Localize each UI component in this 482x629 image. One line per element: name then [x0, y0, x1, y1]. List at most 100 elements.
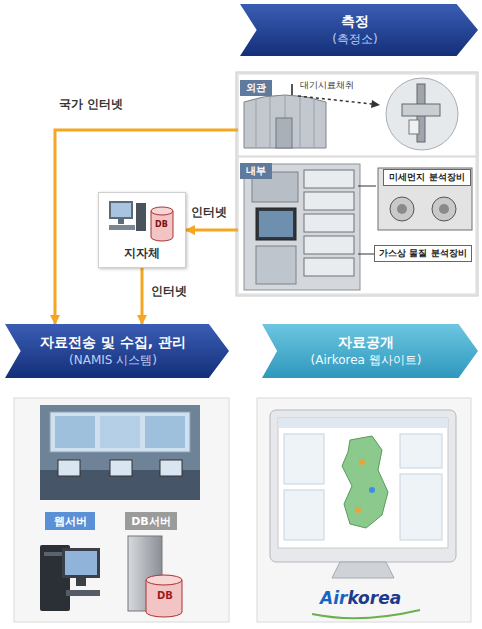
station-interior [256, 208, 296, 240]
station-exterior [314, 100, 315, 148]
station-interior [304, 192, 354, 210]
tower-icon [136, 203, 146, 231]
annotation: 대기시료채취 [300, 79, 354, 92]
stage-banner: 자료공개(Airkorea 웹사이트) [262, 324, 478, 378]
station-photo-panel [238, 74, 476, 156]
node-title: 가스상 물질 분석장비 [379, 247, 466, 260]
station-interior [304, 170, 354, 188]
airkorea-panel [270, 410, 456, 562]
photo-panel: 외관 [238, 74, 476, 156]
namis-panel [65, 551, 97, 575]
station-interior [244, 164, 472, 290]
station-interior [304, 214, 354, 232]
airkorea-panel [359, 459, 365, 465]
node-title: 웹서버 [54, 514, 87, 529]
station-interior [244, 164, 360, 290]
node-title: 내부 [240, 163, 272, 179]
namis-panel [66, 590, 100, 596]
namis-panel [14, 398, 229, 622]
airkorea-logo: Airkorea [320, 588, 401, 608]
station-exterior [409, 120, 419, 134]
banner-shape [262, 324, 478, 378]
station-photo-panel [238, 157, 476, 294]
namis-panel [40, 405, 200, 500]
banner-shape [262, 324, 478, 378]
namis-panel [50, 412, 190, 452]
photo-panel: 내부미세먼지 분석장비가스상 물질 분석장비 [238, 157, 476, 294]
monitor-icon [111, 203, 131, 217]
station-exterior [276, 118, 292, 148]
keyboard-icon [109, 225, 135, 230]
agency-box: 지자체 [98, 192, 186, 268]
airkorea-panel [400, 434, 442, 468]
airkorea-panel [312, 610, 420, 618]
namis-panel [146, 575, 182, 585]
node-title: 자료전송 및 수집, 관리 [40, 333, 186, 352]
server-tag: DB서버 [125, 512, 177, 530]
banner-shape [240, 4, 478, 56]
database-icon [151, 207, 173, 215]
internet-arrow [141, 268, 144, 324]
namis-panel [14, 398, 229, 622]
airkorea-panel [278, 418, 448, 548]
airkorea-panel [284, 490, 324, 540]
namis-panel [76, 578, 86, 586]
station-interior [304, 236, 354, 254]
namis-panel [100, 416, 140, 448]
stage-banner: 측정(측정소) [240, 4, 478, 56]
station-exterior [244, 95, 326, 148]
station-interior [259, 211, 293, 237]
callout-box: 미세먼지 분석장비 [383, 169, 471, 186]
airkorea-panel [284, 434, 324, 484]
station-exterior [371, 100, 380, 108]
airkorea-panel [342, 436, 388, 528]
station-interior [390, 197, 414, 221]
station-interior [358, 254, 374, 255]
internet-arrow [186, 229, 238, 232]
namis-panel [146, 580, 182, 617]
monitor-icon [109, 201, 133, 219]
node-title: 측정 [341, 12, 369, 31]
namis-panel [160, 460, 182, 476]
namis-panel [55, 416, 95, 448]
edge-label: 인터넷 [150, 283, 188, 300]
station-interior [397, 204, 407, 214]
station-exterior [300, 97, 301, 148]
airkorea-panel [332, 562, 394, 578]
station-exterior [402, 104, 440, 116]
namis-panel [58, 460, 80, 476]
annotation: DB [155, 220, 168, 229]
node-title: 자료공개 [338, 333, 394, 352]
callout-box: 가스상 물질 분석장비 [374, 245, 472, 262]
airkorea-panel [369, 487, 375, 493]
banner-shape [5, 324, 229, 378]
station-exterior [291, 84, 293, 95]
edge-label: 국가 인터넷 [58, 96, 124, 113]
stage-banner: 자료전송 및 수집, 관리(NAMIS 시스템) [5, 324, 229, 378]
node-title: DB서버 [131, 514, 171, 529]
server-tag: 웹서버 [45, 512, 95, 530]
station-photo-panel [236, 72, 478, 296]
edge-label: 인터넷 [190, 204, 228, 221]
airkorea-panel [355, 507, 361, 513]
station-exterior [270, 97, 271, 148]
logo-text: korea [347, 588, 401, 608]
station-exterior [244, 78, 458, 150]
station-exterior [386, 78, 458, 150]
station-interior [358, 186, 376, 187]
namis-panel [110, 460, 132, 476]
station-interior [432, 197, 456, 221]
node-title: 외관 [240, 80, 272, 96]
airkorea-panel [257, 398, 471, 622]
namis-panel [62, 548, 100, 578]
station-photo-panel [236, 72, 478, 296]
node-title: 미세먼지 분석장비 [389, 171, 464, 184]
logo-text: Air [320, 588, 347, 608]
station-exterior [298, 96, 372, 104]
internet-arrow [55, 130, 238, 324]
station-interior [304, 258, 354, 276]
station-interior [256, 246, 296, 284]
airkorea-panel [257, 398, 471, 622]
station-interior [439, 204, 449, 214]
